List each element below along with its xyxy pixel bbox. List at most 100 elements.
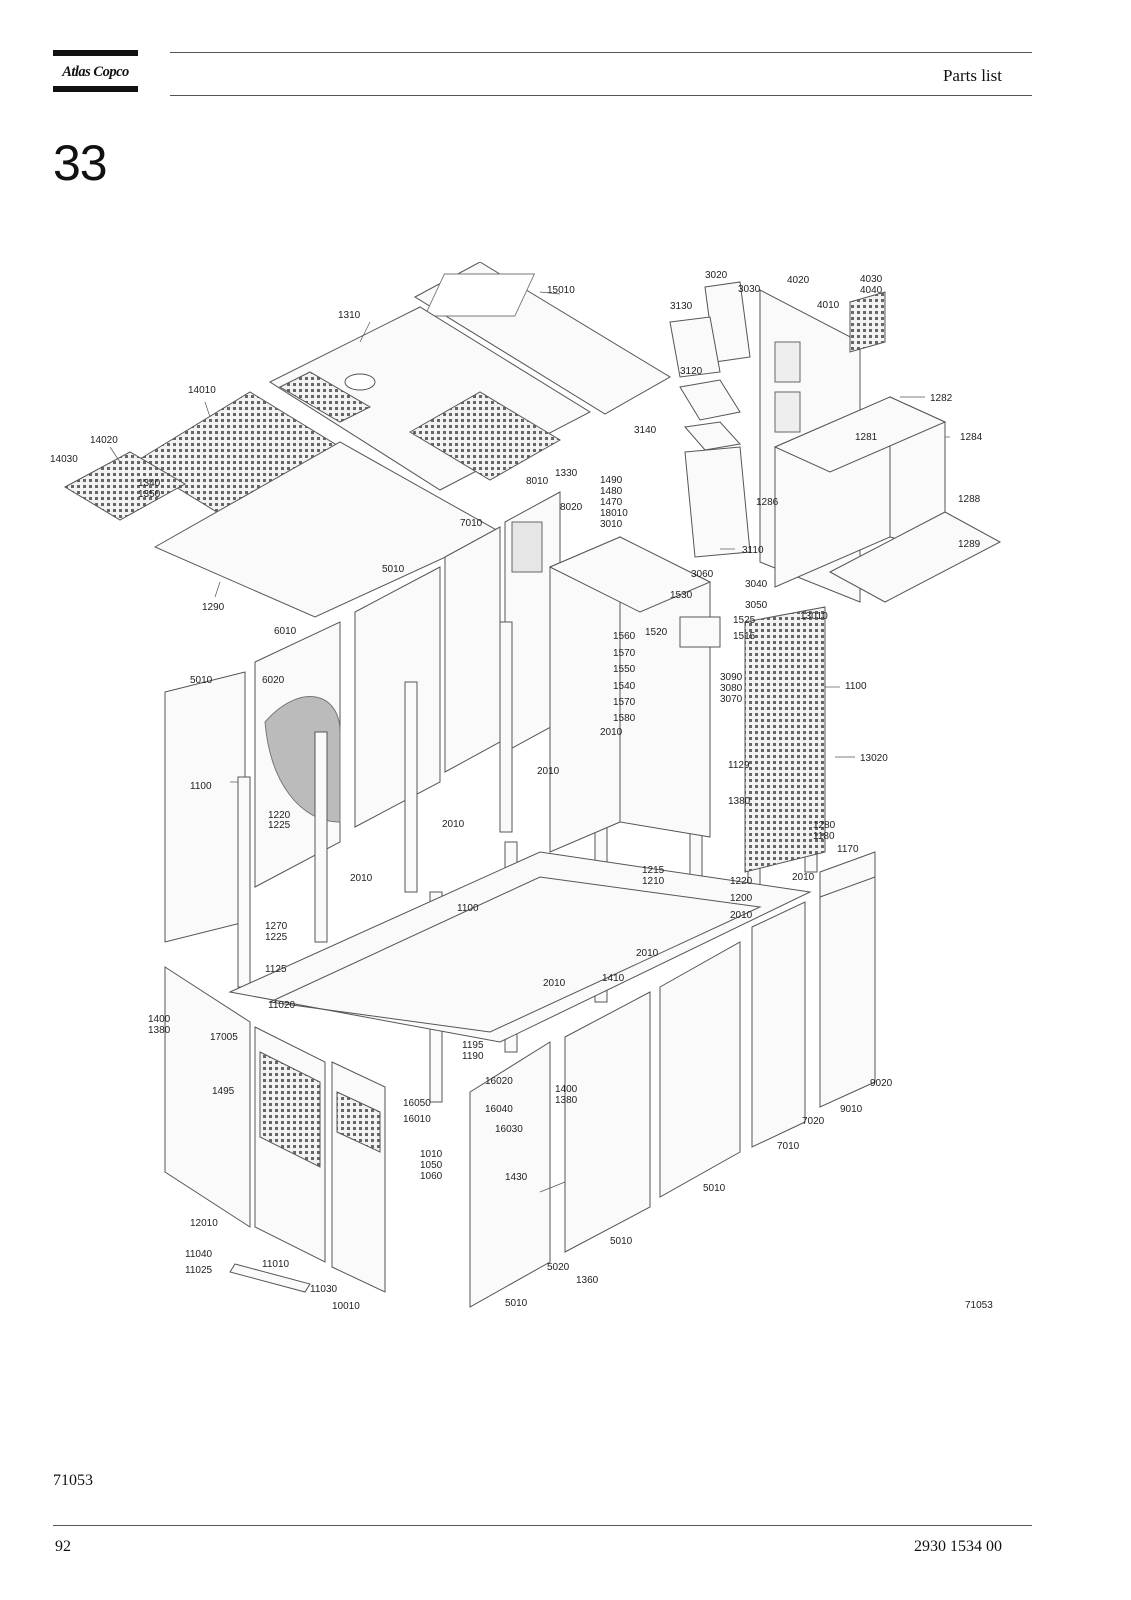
callout-1225-b: 1225 <box>265 932 288 943</box>
callout-1129: 1129 <box>728 760 750 771</box>
callout-6020: 6020 <box>262 675 285 686</box>
callout-8020: 8020 <box>560 502 583 513</box>
callout-2010-g: 2010 <box>636 948 659 959</box>
callout-1360: 1360 <box>576 1275 599 1286</box>
callout-12010: 12010 <box>190 1218 218 1229</box>
logo-wordmark: Atlas Copco <box>62 64 129 80</box>
callout-3070: 3070 <box>720 694 743 705</box>
footer-rule <box>53 1525 1032 1526</box>
callout-4040: 4040 <box>860 285 883 296</box>
post-2010-b <box>404 681 418 893</box>
callout-1270: 1270 <box>265 921 288 932</box>
callout-5010-e: 5010 <box>505 1298 528 1309</box>
panel-9010 <box>819 871 876 1108</box>
callout-4020: 4020 <box>787 275 810 286</box>
callout-1310: 1310 <box>338 310 361 321</box>
logo-bar-top <box>53 50 138 56</box>
callout-14030: 14030 <box>50 454 78 465</box>
panel-5010-left <box>164 671 246 943</box>
callout-1284: 1284 <box>960 432 983 443</box>
callout-1410: 1410 <box>602 973 625 984</box>
callout-3060: 3060 <box>691 569 714 580</box>
callout-1215: 1215 <box>642 865 665 876</box>
callout-1540: 1540 <box>613 681 636 692</box>
callout-1570-b: 1570 <box>613 697 636 708</box>
callout-11020: 11020 <box>268 1000 296 1011</box>
callout-3040: 3040 <box>745 579 768 590</box>
plate-1289 <box>828 511 1002 603</box>
callout-3120: 3120 <box>680 366 703 377</box>
callout-1350: 1350 <box>138 489 161 500</box>
roof-grille-14020 <box>63 451 187 521</box>
roof-hole <box>344 373 376 391</box>
panel-7010-bottom <box>751 901 806 1148</box>
panel-5010-front-a <box>469 1041 551 1308</box>
callout-7010-top: 7010 <box>460 518 483 529</box>
callout-5010-b: 5010 <box>190 675 213 686</box>
callout-2010-b: 2010 <box>442 819 465 830</box>
callout-2010-c: 2010 <box>537 766 560 777</box>
callout-1280: 1280 <box>813 820 836 831</box>
callout-1380-a: 1380 <box>728 796 751 807</box>
panel-5010-front-b <box>564 991 651 1253</box>
callout-1380-c: 1380 <box>555 1095 578 1106</box>
callout-1282: 1282 <box>930 393 953 404</box>
callout-5020: 5020 <box>547 1262 570 1273</box>
callout-11040: 11040 <box>185 1249 213 1260</box>
cabinet-cover-1515 <box>679 616 721 648</box>
header-rule-bottom <box>170 95 1032 96</box>
callout-1100-right: 1100 <box>845 681 867 692</box>
callout-3110: 3110 <box>742 545 764 556</box>
callout-1520: 1520 <box>645 627 668 638</box>
section-number: 33 <box>53 135 108 191</box>
base-frame-inner <box>268 876 762 1033</box>
door-4010-cutout-a <box>774 341 801 383</box>
callout-3020: 3020 <box>705 270 728 281</box>
panel-12010 <box>164 966 251 1228</box>
callout-16040: 16040 <box>485 1104 513 1115</box>
callout-1380-b: 1380 <box>148 1025 171 1036</box>
post-2010-c <box>499 621 513 833</box>
document-number: 2930 1534 00 <box>914 1538 1002 1555</box>
header-title: Parts list <box>942 66 1002 85</box>
callout-1100-mid: 1100 <box>457 903 479 914</box>
callout-11025: 11025 <box>185 1265 213 1276</box>
callout-1560: 1560 <box>613 631 636 642</box>
roof-grille-1310 <box>409 391 561 481</box>
callout-1340: 1340 <box>138 478 161 489</box>
callout-1210: 1210 <box>642 876 665 887</box>
controller-display <box>511 521 543 573</box>
callout-1100-left: 1100 <box>190 781 212 792</box>
callout-15010: 15010 <box>547 285 575 296</box>
callout-1570-a: 1570 <box>613 648 636 659</box>
callout-8010: 8010 <box>526 476 549 487</box>
atlas-copco-logo: Atlas Copco <box>53 50 138 93</box>
callout-1400-a: 1400 <box>148 1014 171 1025</box>
callout-3080: 3080 <box>720 683 743 694</box>
callout-9020: 9020 <box>870 1078 893 1089</box>
callout-1289: 1289 <box>958 539 981 550</box>
callout-1330: 1330 <box>555 468 578 479</box>
page-number: 92 <box>55 1538 71 1555</box>
callout-11010: 11010 <box>262 1259 290 1270</box>
callout-1170: 1170 <box>837 844 859 855</box>
panel-5010-front-c <box>659 941 741 1198</box>
callout-1010: 1010 <box>420 1149 443 1160</box>
callout-10010: 10010 <box>332 1301 360 1312</box>
callout-4010: 4010 <box>817 300 840 311</box>
callout-5010-c: 5010 <box>703 1183 726 1194</box>
drawing-number: 71053 <box>965 1300 993 1311</box>
callout-1400-b: 1400 <box>555 1084 578 1095</box>
callout-2010-d: 2010 <box>600 727 623 738</box>
callout-13010: 13010 <box>800 611 828 622</box>
electric-cabinet-top <box>548 536 712 613</box>
callout-6010: 6010 <box>274 626 297 637</box>
callout-1060: 1060 <box>420 1171 443 1182</box>
panel-10010-grille <box>336 1091 381 1153</box>
cover-3130 <box>669 316 721 378</box>
callout-1200: 1200 <box>730 893 753 904</box>
callout-3090: 3090 <box>720 672 743 683</box>
callout-16020: 16020 <box>485 1076 513 1087</box>
callout-16010: 16010 <box>403 1114 431 1125</box>
callout-1190: 1190 <box>462 1051 484 1062</box>
